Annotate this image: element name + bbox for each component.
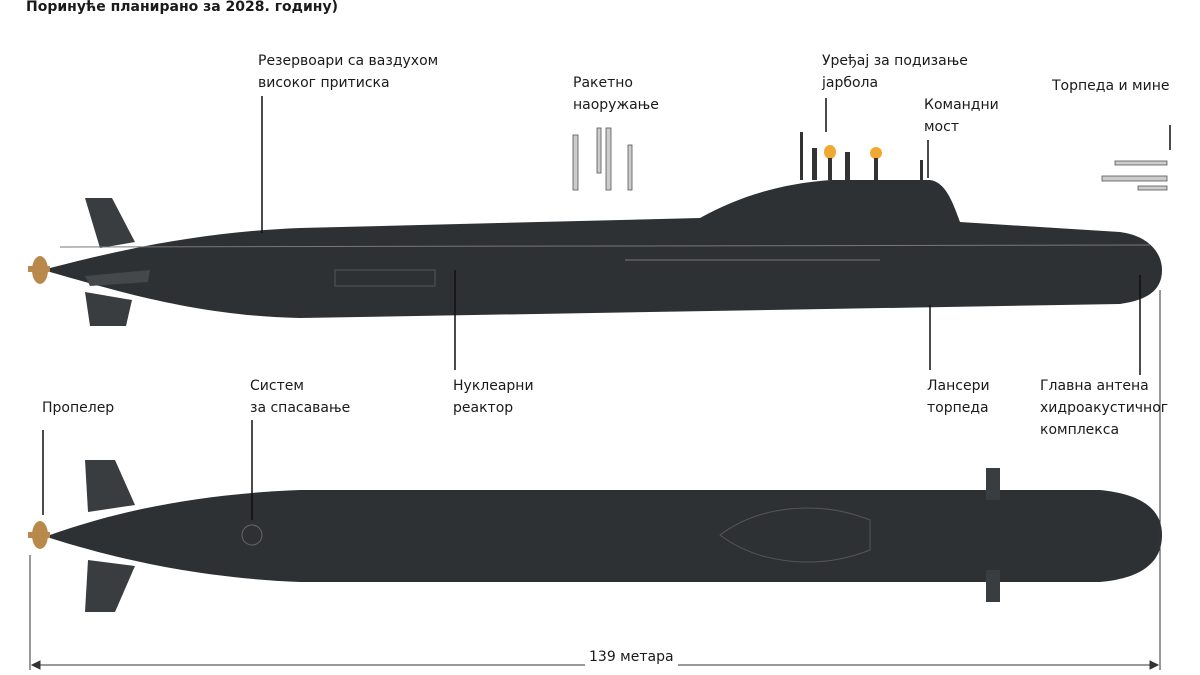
leader-lines — [42, 96, 1171, 520]
submarine-top-view — [28, 460, 1162, 612]
propeller-icon — [28, 256, 50, 284]
label-length: 139 метара — [585, 646, 678, 668]
label-torpedoes-mines: Торпеда и мине — [1052, 78, 1170, 94]
header-cut-text: Поринуће планирано за 2028. годину) — [26, 0, 338, 15]
missiles-icon — [572, 127, 633, 191]
label-propeller: Пропелер — [42, 400, 115, 416]
mast-light-icon — [824, 145, 836, 159]
torpedoes-icon — [1101, 160, 1168, 191]
submarine-side-view — [28, 127, 1168, 326]
